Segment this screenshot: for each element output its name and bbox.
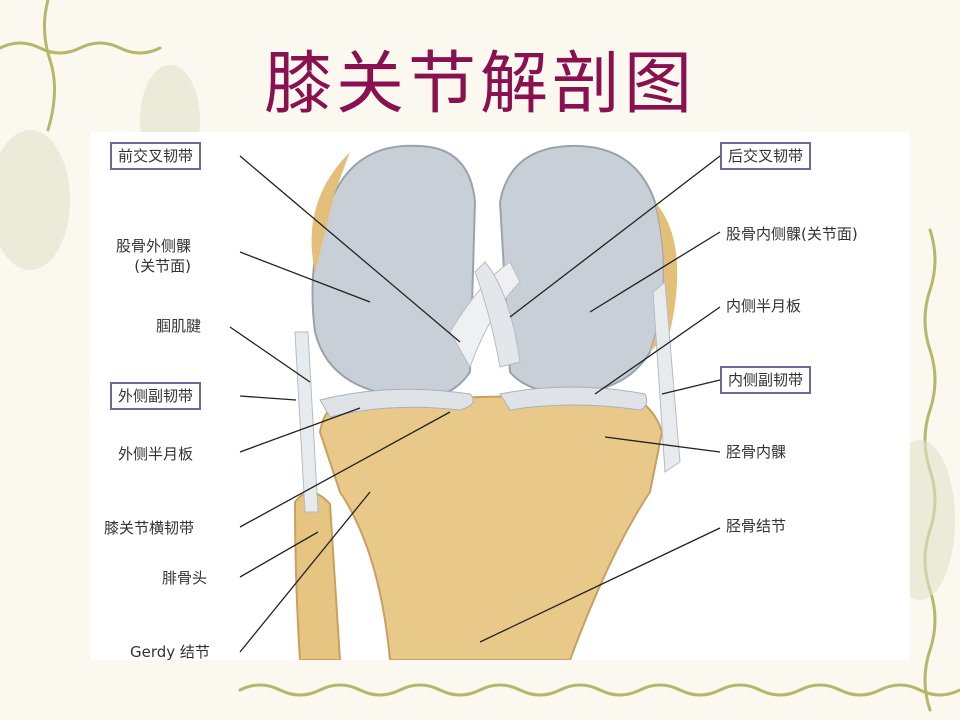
- leader-gerdy: [239, 491, 371, 653]
- leader-transverse: [239, 411, 451, 528]
- label-medial-tibial-condyle: 胫骨内髁: [726, 443, 787, 461]
- label-acl: 前交叉韧带: [110, 142, 202, 170]
- leader-lcl: [239, 395, 297, 401]
- medial-meniscus: [499, 386, 648, 411]
- label-transverse-ligament: 膝关节横韧带: [104, 519, 195, 537]
- bottom-vine: [238, 683, 960, 697]
- top-left-vine-stem: [43, 0, 57, 132]
- leader-tibial-condyle: [604, 436, 721, 453]
- leader-medial-meniscus: [594, 306, 721, 395]
- label-mcl: 内侧副韧带: [720, 366, 812, 394]
- leader-acl: [239, 155, 461, 343]
- lateral-meniscus: [319, 388, 474, 418]
- label-popliteus-tendon: 腘肌腱: [156, 317, 202, 335]
- label-lateral-meniscus: 外侧半月板: [118, 445, 194, 463]
- femur-edge-lateral: [311, 152, 350, 272]
- leaf-shape: [0, 130, 70, 270]
- medial-collateral-ligament: [652, 281, 681, 473]
- acl-ligament: [449, 261, 521, 369]
- knee-anatomy-figure: 前交叉韧带 股骨外侧髁 (关节面) 腘肌腱 外侧副韧带 外侧半月板 膝关节横韧带…: [90, 132, 910, 660]
- leader-tibial-tuberosity: [479, 527, 721, 643]
- label-medial-meniscus: 内侧半月板: [726, 297, 802, 315]
- tibia-bone: [318, 392, 664, 660]
- knee-illustration: [229, 144, 721, 660]
- leader-medial-condyle: [589, 231, 721, 313]
- label-medial-condyle: 股骨内侧髁(关节面): [726, 225, 858, 243]
- femur-edge-medial: [650, 202, 678, 352]
- label-lateral-condyle: 股骨外侧髁 (关节面): [116, 237, 192, 275]
- label-pcl: 后交叉韧带: [720, 142, 812, 170]
- leader-lines: [229, 155, 721, 653]
- femur-medial-condyle: [498, 144, 665, 396]
- leader-mcl: [661, 379, 721, 395]
- leader-lateral-condyle: [239, 251, 371, 303]
- leader-popliteus: [229, 326, 311, 383]
- label-tibial-tuberosity: 胫骨结节: [726, 517, 787, 535]
- leader-pcl: [509, 155, 721, 318]
- label-fibula-head: 腓骨头: [162, 569, 208, 587]
- leader-fibula: [239, 531, 319, 578]
- top-left-vine: [0, 41, 162, 55]
- pcl-ligament: [474, 261, 521, 368]
- leader-lateral-meniscus: [239, 407, 361, 453]
- lateral-collateral-ligament: [294, 331, 319, 513]
- label-gerdy-tubercle: Gerdy 结节: [130, 643, 210, 660]
- page-title: 膝关节解剖图: [263, 45, 696, 124]
- label-lcl: 外侧副韧带: [110, 382, 202, 410]
